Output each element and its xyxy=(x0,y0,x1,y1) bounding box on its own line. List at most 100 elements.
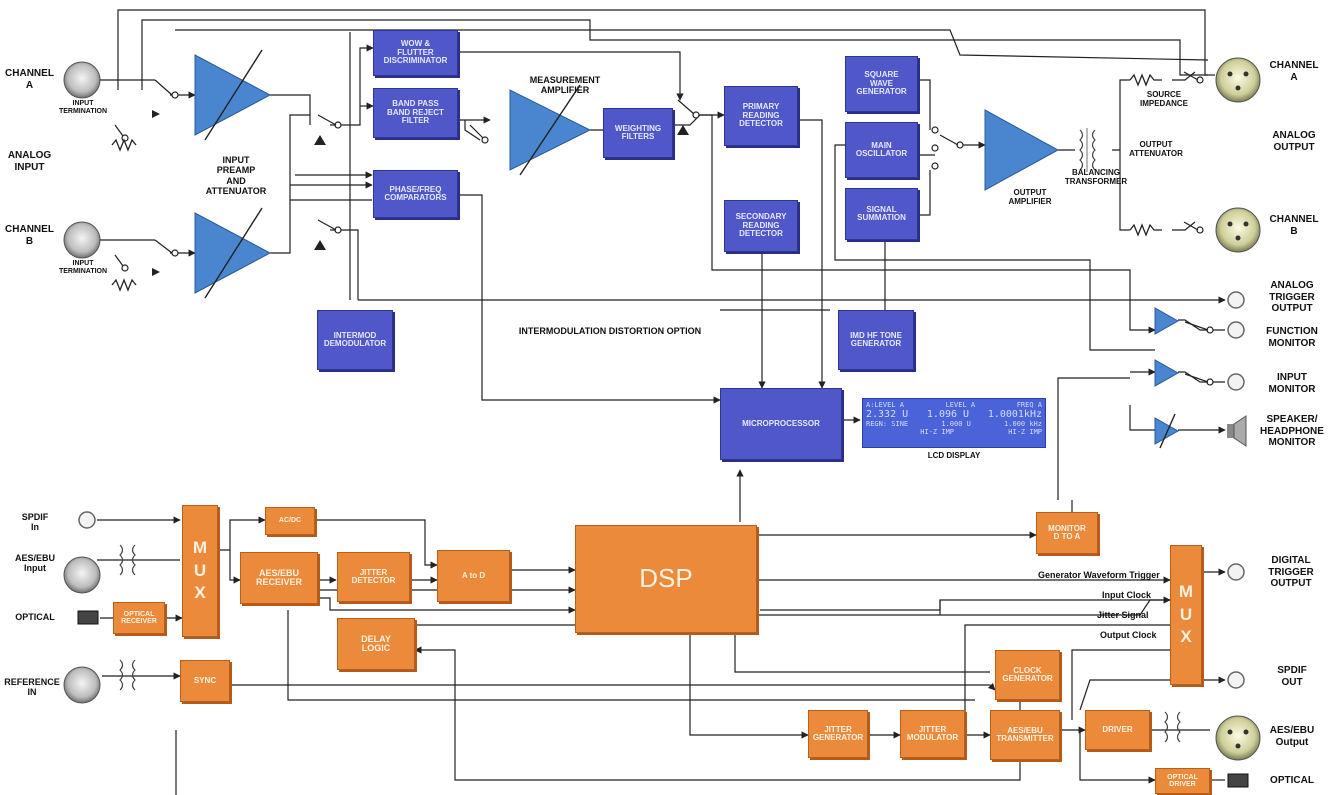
dsp-block: DSP xyxy=(575,525,757,633)
acdc-block: AC/DC xyxy=(265,507,315,535)
jack-spdif-out xyxy=(1227,671,1245,689)
intermod-demod-block: INTERMOD DEMODULATOR xyxy=(317,310,393,370)
label-input-clock: Input Clock xyxy=(1102,590,1151,600)
jack-digital-trigger xyxy=(1227,563,1245,581)
optical-receiver-block: OPTICAL RECEIVER xyxy=(113,602,165,634)
label-input-monitor: INPUT MONITOR xyxy=(1268,372,1316,395)
mux-out-x: X xyxy=(1180,627,1192,647)
ground-markers xyxy=(152,110,689,276)
label-output-amp: OUTPUT AMPLIFIER xyxy=(1008,188,1052,207)
input-monitor-amp xyxy=(1154,359,1180,387)
input-preamp-b xyxy=(194,212,272,294)
label-spdif-in: SPDIF In xyxy=(21,512,49,533)
label-aes-out: AES/EBU Output xyxy=(1269,725,1315,748)
mux-in-u: U xyxy=(193,560,207,580)
lcd-r2c2: 1.096 U xyxy=(926,409,970,420)
main-oscillator-block: MAIN OSCILLATOR xyxy=(845,122,918,178)
label-channel-b-in: CHANNEL B xyxy=(5,224,54,247)
label-optical-out: OPTICAL xyxy=(1270,775,1314,786)
lcd-r4c3: HI-Z IMP xyxy=(1008,428,1042,436)
a-to-d-block: A to D xyxy=(437,550,510,602)
xlr-output-b xyxy=(1215,207,1261,253)
label-termination-b: INPUT TERMINATION xyxy=(58,260,108,276)
label-reference-in: REFERENCE IN xyxy=(4,677,60,698)
mux-in-m: M xyxy=(192,537,208,557)
xlr-output-a xyxy=(1215,57,1261,103)
secondary-detector-block: SECONDARY READING DETECTOR xyxy=(724,200,798,252)
primary-detector-block: PRIMARY READING DETECTOR xyxy=(724,86,798,146)
square-wave-block: SQUARE WAVE GENERATOR xyxy=(845,56,918,112)
lcd-caption: LCD DISPLAY xyxy=(927,451,981,460)
label-analog-output: ANALOG OUTPUT xyxy=(1272,130,1316,153)
xlr-input-b xyxy=(63,221,101,259)
function-monitor-amp xyxy=(1154,307,1180,335)
lcd-r1c2: LEVEL A xyxy=(945,401,976,409)
label-jitter-signal: Jitter Signal xyxy=(1097,610,1149,620)
imd-hf-tone-block: IMD HF TONE GENERATOR xyxy=(838,310,914,370)
driver-block: DRIVER xyxy=(1085,710,1150,750)
label-source-impedance: SOURCE IMPEDANCE xyxy=(1139,90,1188,109)
label-function-monitor: FUNCTION MONITOR xyxy=(1266,326,1318,349)
label-balancing: BALANCING TRANSFORMER xyxy=(1064,168,1128,187)
aes-receiver-block: AES/EBU RECEIVER xyxy=(240,552,318,604)
jack-input-monitor xyxy=(1227,373,1245,391)
delay-logic-block: DELAY LOGIC xyxy=(337,618,415,670)
optical-in-port xyxy=(77,610,99,625)
amplifiers xyxy=(194,49,1180,449)
xlr-aes-in xyxy=(63,556,101,594)
switches xyxy=(114,71,1214,386)
label-aes-in: AES/EBU Input xyxy=(14,553,55,574)
mux-in-x: X xyxy=(194,583,206,603)
phase-freq-block: PHASE/FREQ COMPARATORS xyxy=(373,170,458,218)
sync-block: SYNC xyxy=(180,660,230,702)
mux-out-m: M xyxy=(1178,581,1194,601)
weighting-block: WEIGHTING FILTERS xyxy=(603,108,673,158)
label-channel-b-out: CHANNEL B xyxy=(1269,214,1319,237)
bnc-jacks xyxy=(78,291,1245,689)
lcd-r2c1: 2.332 U xyxy=(866,409,909,420)
microprocessor-block: MICROPROCESSOR xyxy=(720,388,842,460)
optical-out-port xyxy=(1227,773,1249,788)
jack-analog-trigger xyxy=(1227,291,1245,309)
xlr-aes-out xyxy=(1215,715,1261,761)
xlr-connectors xyxy=(63,57,1261,761)
jack-spdif-in xyxy=(78,511,96,529)
label-output-clock: Output Clock xyxy=(1100,630,1157,640)
label-channel-a-in: CHANNEL A xyxy=(5,68,54,91)
speaker-icon xyxy=(1227,415,1247,447)
jack-function-monitor xyxy=(1227,321,1245,339)
lcd-r3c1: REGN: SINE xyxy=(866,420,909,428)
label-termination-a: INPUT TERMINATION xyxy=(58,100,108,116)
jitter-modulator-block: JITTER MODULATOR xyxy=(900,710,965,758)
lcd-r1c3: FREQ A xyxy=(1016,401,1042,409)
label-channel-a-out: CHANNEL A xyxy=(1269,60,1319,83)
wires xyxy=(97,9,1226,795)
label-speaker-monitor: SPEAKER/ HEADPHONE MONITOR xyxy=(1260,414,1324,448)
optical-driver-block: OPTICAL DRIVER xyxy=(1155,768,1210,794)
lcd-r2c3: 1.0001kHz xyxy=(987,409,1042,420)
label-gen-trigger: Generator Waveform Trigger xyxy=(1038,570,1160,580)
xlr-input-a xyxy=(63,61,101,99)
label-digital-trigger: DIGITAL TRIGGER OUTPUT xyxy=(1268,555,1314,589)
label-analog-input: ANALOG INPUT xyxy=(7,150,52,173)
label-preamp: INPUT PREAMP and ATTENUATOR xyxy=(205,155,267,197)
label-measurement-amp: MEASUREMENT AMPLIFIER xyxy=(529,75,601,96)
lcd-r3c3: 1.000 kHz xyxy=(1004,420,1042,428)
monitor-da-block: MONITOR D to A xyxy=(1036,512,1098,554)
resistors xyxy=(111,73,1162,292)
mux-out-u: U xyxy=(1179,604,1193,624)
label-optical-in: OPTICAL xyxy=(15,612,55,622)
label-analog-trigger: ANALOG TRIGGER OUTPUT xyxy=(1269,280,1315,314)
clock-generator-block: CLOCK GENERATOR xyxy=(995,650,1060,700)
output-amplifier xyxy=(984,109,1060,191)
label-output-attenuator: OUTPUT ATTENUATOR xyxy=(1129,140,1183,159)
label-imd-option: INTERMODULATION DISTORTION OPTION xyxy=(518,326,702,336)
speaker-monitor-amp xyxy=(1154,417,1180,445)
band-filter-block: BAND PASS BAND REJECT FILTER xyxy=(373,88,458,138)
lcd-r3c2: 1.000 U xyxy=(941,420,971,428)
lcd-r4c2: HI-Z IMP xyxy=(920,428,954,436)
